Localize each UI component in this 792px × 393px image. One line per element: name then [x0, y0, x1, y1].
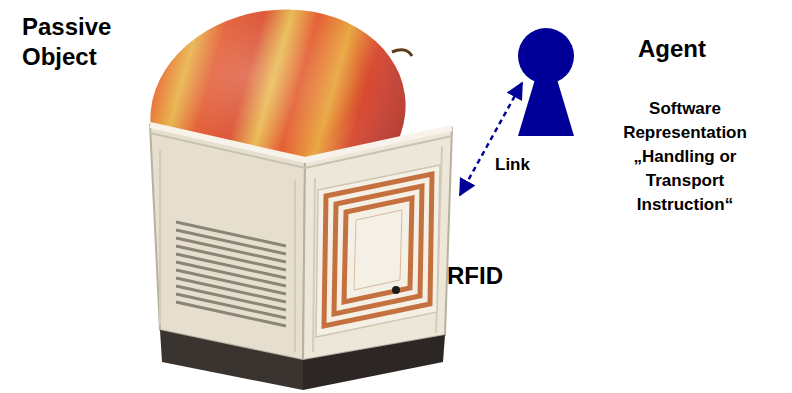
crate: [150, 125, 452, 390]
rfid-label: [316, 165, 440, 337]
drawing-part: [313, 178, 315, 352]
edge-label: Link: [493, 155, 532, 175]
rfid-coil: [324, 174, 432, 326]
agent-body: [518, 76, 574, 136]
rfid-coil: [334, 186, 422, 314]
crate-base-right: [303, 335, 445, 390]
crate-vents: [176, 222, 286, 326]
object-title: Passive Object: [22, 12, 152, 72]
drawing-part: [294, 180, 296, 352]
crate-base-left: [160, 330, 303, 390]
agent-head: [518, 28, 574, 84]
rfid-coil: [344, 198, 412, 302]
agent-description: Software Representation „Handling or Tra…: [623, 97, 747, 217]
crate-left-face: [150, 125, 305, 360]
agent-title: Agent: [638, 35, 706, 63]
mango-stem: [392, 50, 412, 56]
passive-object: Passive Object: [15, 5, 460, 390]
agent: AgentSoftware Representation „Handling o…: [522, 5, 787, 230]
rfid-center: [354, 210, 402, 290]
tag-label: RFID: [447, 262, 503, 290]
crate-rim-line: [150, 133, 452, 168]
drawing-part: [159, 150, 161, 325]
drawing-part: [176, 302, 286, 326]
rfid-chip: [392, 286, 400, 294]
agent-icon: [518, 28, 574, 136]
link-arrow: [460, 83, 522, 195]
rfid-tag: [316, 165, 440, 337]
crate-ribs: [160, 146, 442, 352]
